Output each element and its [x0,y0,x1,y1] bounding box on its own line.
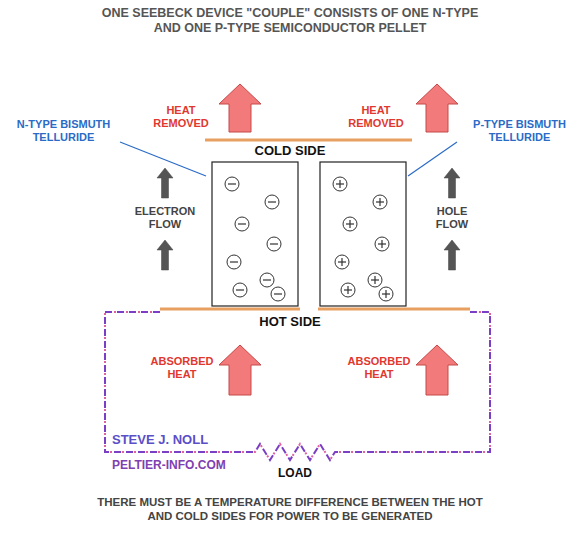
charge-symbol [335,255,349,269]
heat-label: HEAT REMOVED [345,104,407,130]
charge-symbol [235,217,249,231]
leader-line [408,142,457,176]
charge-symbol [343,217,357,231]
flow-arrows [157,84,460,395]
charge-stroke [238,223,246,224]
pellet [212,162,298,306]
flow-label: HOLE FLOW [427,205,477,231]
charge-symbol [379,287,393,301]
flow-arrow [444,240,460,270]
charge-symbol [375,237,389,251]
website-label: PELTIER-INFO.COM [112,458,262,472]
charge-stroke [263,279,271,280]
charge-symbol [225,177,239,191]
author-label: STEVE J. NOLL [112,432,252,447]
charge-stroke [347,286,348,294]
pellet [320,162,406,306]
material-label: P-TYPE BISMUTH TELLURIDE [462,118,577,144]
charge-symbol [341,283,355,297]
pellets [212,162,406,306]
charge-stroke [270,243,278,244]
charge-symbol [227,255,241,269]
charge-symbol [233,283,247,297]
circuit-wire-dots [105,312,490,460]
charge-symbol [333,177,347,191]
heat-arrow [416,84,458,132]
diagram-caption: THERE MUST BE A TEMPERATURE DIFFERENCE B… [85,496,495,523]
flow-label: ELECTRON FLOW [132,205,198,231]
charge-stroke [385,290,386,298]
charge-symbol [260,273,274,287]
ceramic-plates [160,140,470,309]
plate [205,139,412,142]
charge-symbol [368,273,382,287]
leader-lines [120,142,457,176]
flow-arrow [444,168,460,198]
plate [160,308,300,311]
charge-symbol [265,195,279,209]
load-label: LOAD [265,466,325,480]
charge-stroke [379,198,380,206]
diagram-title: ONE SEEBECK DEVICE "COUPLE" CONSISTS OF … [90,6,490,36]
charge-stroke [381,240,382,248]
side-label: HOT SIDE [240,314,340,329]
charge-symbol [271,287,285,301]
side-label: COLD SIDE [240,143,340,158]
heat-label: HEAT REMOVED [150,104,212,130]
charge-stroke [268,201,276,202]
charge-stroke [374,276,375,284]
heat-arrow [416,345,458,395]
charge-stroke [230,261,238,262]
load-circuit [105,312,490,460]
heat-label: ABSORBED HEAT [148,355,216,381]
charge-stroke [274,293,282,294]
charge-symbol [267,237,281,251]
leader-line [120,142,206,176]
flow-arrow [157,168,173,198]
material-label: N-TYPE BISMUTH TELLURIDE [6,118,121,144]
charge-stroke [228,183,236,184]
heat-arrow [219,84,261,132]
plate [318,308,470,311]
heat-label: ABSORBED HEAT [345,355,413,381]
charge-symbol [373,195,387,209]
circuit-wire [105,312,490,460]
heat-arrow [219,345,261,395]
charge-stroke [341,258,342,266]
charge-stroke [339,180,340,188]
charge-stroke [236,289,244,290]
charge-stroke [349,220,350,228]
flow-arrow [157,240,173,270]
